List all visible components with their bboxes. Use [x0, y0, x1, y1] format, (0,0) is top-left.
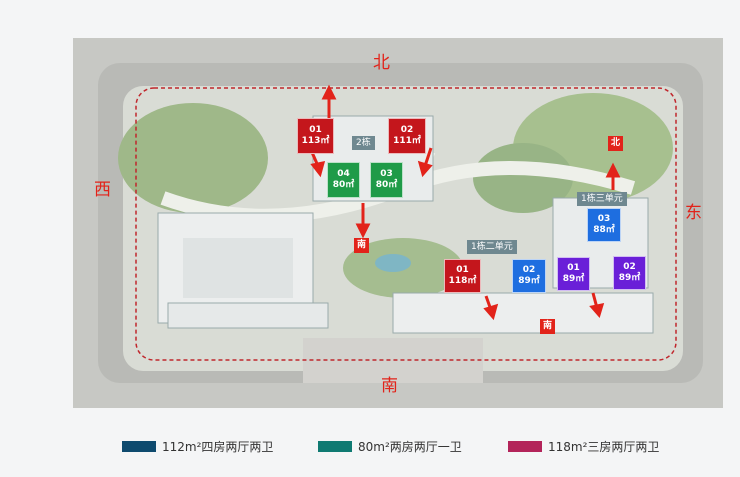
- unit-b1u3-02[interactable]: 02 89㎡: [613, 256, 646, 290]
- building-1-unit-2-label: 1栋二单元: [467, 240, 517, 254]
- south-tag-building-2: 南: [354, 238, 369, 253]
- legend-swatch: [318, 440, 352, 452]
- east-label: 东: [685, 203, 702, 223]
- legend-item-three-room: 118m²三房两厅两卫: [508, 439, 660, 454]
- unit-area: 89㎡: [518, 276, 540, 286]
- legend-label: 118m²三房两厅两卫: [548, 439, 660, 454]
- legend-swatch: [122, 440, 156, 452]
- unit-b2-04[interactable]: 04 80㎡: [327, 162, 360, 198]
- unit-area: 113㎡: [301, 136, 330, 146]
- unit-b1u2-02[interactable]: 02 89㎡: [512, 259, 546, 293]
- west-label: 西: [94, 180, 111, 200]
- building-2-label: 2栋: [352, 136, 375, 150]
- unit-b1u3-03[interactable]: 03 88㎡: [587, 208, 621, 242]
- legend-label: 80m²两房两厅一卫: [358, 439, 462, 454]
- building-1-unit-3-label: 1栋三单元: [577, 192, 627, 206]
- legend-label: 112m²四房两厅两卫: [162, 439, 274, 454]
- unit-area: 89㎡: [562, 274, 585, 284]
- unit-area: 89㎡: [618, 273, 641, 283]
- unit-b2-03[interactable]: 03 80㎡: [370, 162, 403, 198]
- unit-number: 04: [337, 169, 350, 179]
- unit-number: 02: [400, 125, 414, 135]
- unit-area: 80㎡: [332, 180, 355, 190]
- unit-number: 03: [380, 169, 393, 179]
- legend-item-two-room: 80m²两房两厅一卫: [318, 439, 462, 454]
- unit-number: 01: [309, 125, 322, 135]
- site-plan: 北 南 西 东 2栋 1栋三单元 1栋二单元 01 113㎡ 02 111㎡ 0…: [73, 38, 723, 408]
- unit-area: 88㎡: [593, 225, 615, 235]
- legend-item-four-room: 112m²四房两厅两卫: [122, 439, 274, 454]
- unit-area: 80㎡: [375, 180, 398, 190]
- unit-b2-02[interactable]: 02 111㎡: [388, 118, 426, 154]
- unit-b1u3-01[interactable]: 01 89㎡: [557, 257, 590, 291]
- unit-area: 118㎡: [448, 276, 477, 286]
- unit-number: 01: [456, 265, 469, 275]
- unit-area: 111㎡: [393, 136, 421, 146]
- south-label: 南: [381, 376, 398, 396]
- north-label: 北: [373, 53, 390, 73]
- unit-b2-01[interactable]: 01 113㎡: [297, 118, 334, 154]
- site-plan-graphics: [73, 38, 723, 408]
- unit-b1u2-01[interactable]: 01 118㎡: [444, 259, 481, 293]
- unit-number: 01: [567, 263, 580, 273]
- unit-number: 02: [623, 262, 636, 272]
- north-tag-building-1: 北: [608, 136, 623, 151]
- legend-swatch: [508, 440, 542, 452]
- unit-number: 02: [522, 265, 536, 275]
- south-tag-building-1: 南: [540, 319, 555, 334]
- unit-number: 03: [597, 214, 611, 224]
